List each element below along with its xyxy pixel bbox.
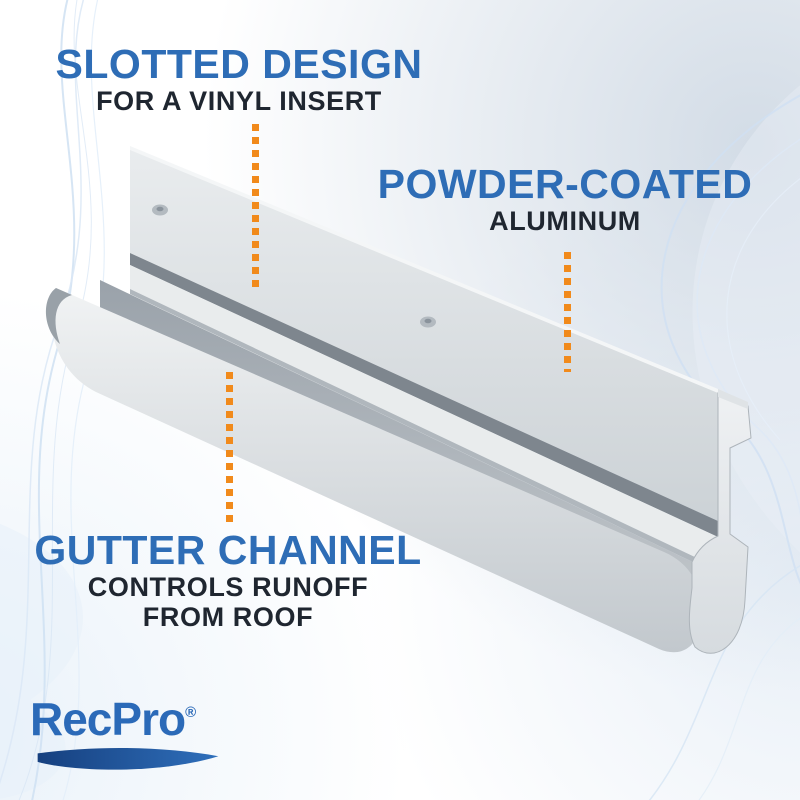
- callout-gutter-channel: GUTTER CHANNEL CONTROLS RUNOFF FROM ROOF: [18, 527, 438, 633]
- callout-gutter-subtitle-line1: CONTROLS RUNOFF: [87, 571, 369, 602]
- rail-end-cross-section: [688, 392, 752, 654]
- rail-back-panel: [130, 150, 718, 521]
- callout-slotted-title: SLOTTED DESIGN: [55, 41, 423, 87]
- callout-slotted-subtitle: FOR A VINYL INSERT: [96, 85, 382, 116]
- recpro-logo-text: RecPro®: [30, 696, 245, 742]
- callout-gutter-title: GUTTER CHANNEL: [34, 527, 422, 573]
- callout-powder-coated: POWDER-COATED ALUMINUM: [358, 161, 772, 236]
- leader-line-powder: [564, 252, 571, 372]
- recpro-logo-swoosh-icon: [37, 748, 219, 770]
- callout-powder-title: POWDER-COATED: [377, 161, 753, 207]
- registered-trademark-symbol: ®: [185, 704, 197, 721]
- screw-hole-icon: [420, 316, 436, 328]
- rail-gutter-left-opening: [45, 288, 72, 344]
- recpro-logo-wordmark: RecPro: [30, 693, 186, 745]
- rail-slot-groove: [130, 253, 718, 537]
- screw-hole-icon: [152, 204, 168, 216]
- leader-line-slotted: [252, 124, 259, 288]
- rail-end-top-cap: [718, 389, 748, 409]
- rail-slot-flange-shade: [130, 289, 718, 574]
- leader-line-gutter: [226, 372, 233, 528]
- callout-powder-subtitle: ALUMINUM: [489, 205, 641, 236]
- rail-gutter-front: [51, 288, 702, 653]
- callout-gutter-subtitle-line2: FROM ROOF: [142, 602, 314, 633]
- rail-slot-flange: [130, 265, 718, 568]
- recpro-logo: RecPro®: [30, 696, 245, 776]
- callout-slotted-design: SLOTTED DESIGN FOR A VINYL INSERT: [38, 41, 440, 116]
